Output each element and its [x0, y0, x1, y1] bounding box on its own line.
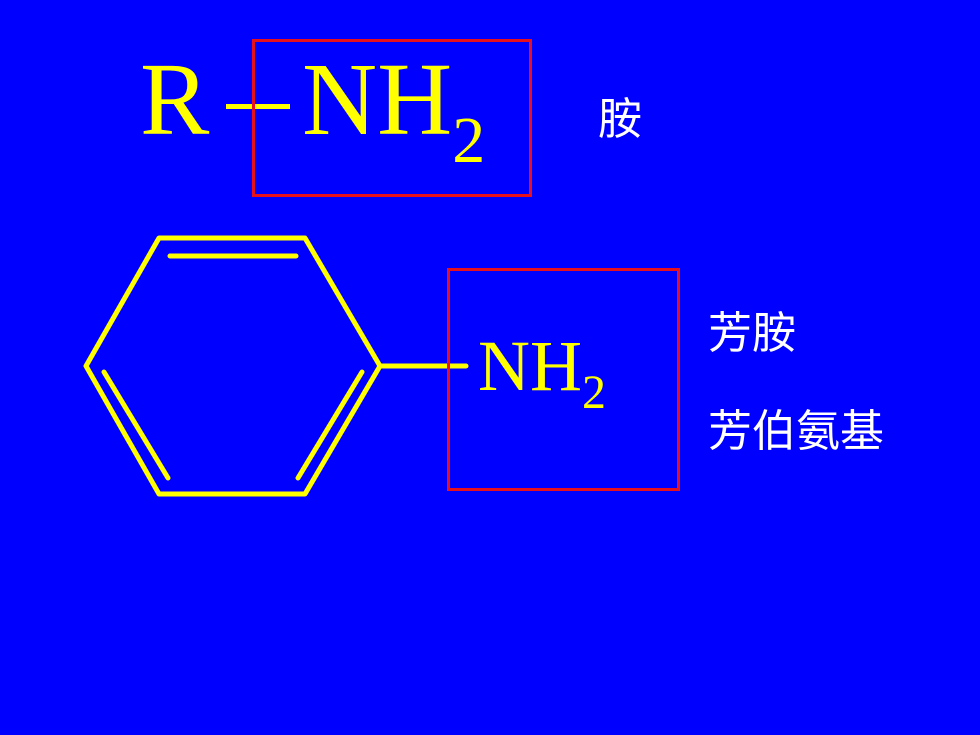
aryl-amino-group-label: 芳伯氨基 — [708, 406, 884, 457]
aromatic-amine-label: 芳胺 — [708, 308, 796, 359]
r-group-label: R — [140, 42, 210, 157]
aryl-amino-subscript: 2 — [582, 366, 606, 419]
amino-group-formula: NH2 — [302, 48, 485, 174]
single-bond — [226, 104, 290, 109]
double-bond-lower-left — [101, 369, 171, 481]
amino-highlight-box-bottom — [447, 268, 680, 491]
double-bond-lower-right — [295, 369, 365, 481]
amino-group-main: NH — [302, 42, 453, 157]
benzene-hexagon — [83, 235, 383, 497]
amino-group-subscript: 2 — [452, 104, 486, 177]
amino-highlight-box-top — [252, 39, 532, 197]
amine-label: 胺 — [598, 94, 642, 145]
aryl-amino-group-formula: NH2 — [478, 330, 606, 417]
aryl-amino-main: NH — [478, 326, 582, 406]
